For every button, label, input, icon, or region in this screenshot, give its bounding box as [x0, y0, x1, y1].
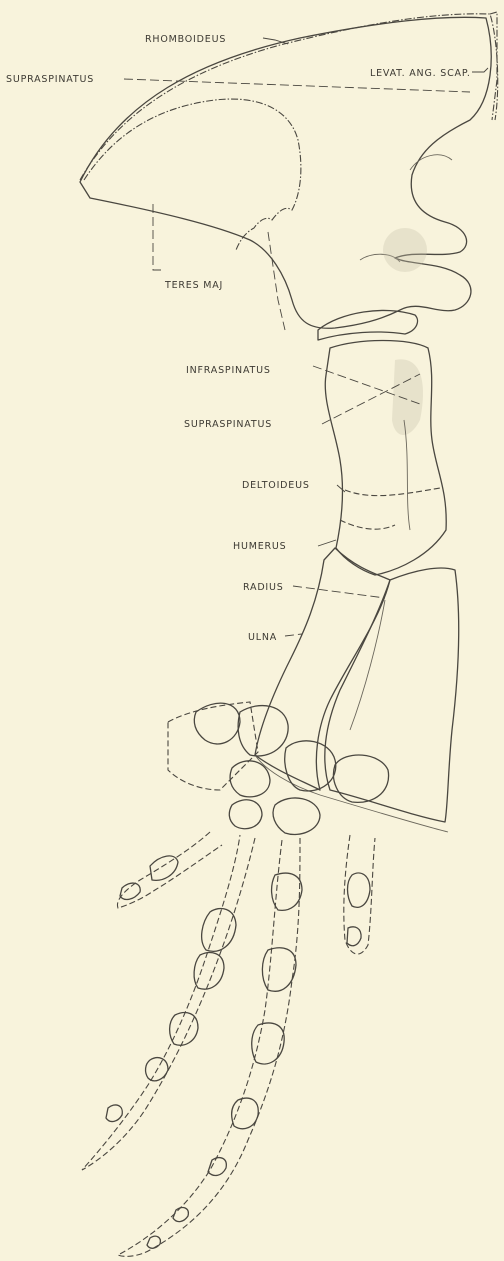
carpal-6 — [273, 798, 320, 835]
label-infraspinatus: INFRASPINATUS — [186, 365, 271, 376]
scapula — [80, 12, 498, 340]
label-ulna: ULNA — [248, 632, 277, 643]
label-teres-maj: TERES MAJ — [164, 280, 223, 291]
digits — [82, 832, 375, 1256]
radius-outline — [325, 568, 459, 822]
label-supraspinatus-humerus: SUPRASPINATUS — [184, 419, 272, 430]
carpal-7 — [229, 800, 262, 829]
cartilage-outline — [168, 702, 258, 790]
labels: RHOMBOIDEUS LEVAT. ANG. SCAP. SUPRASPINA… — [6, 34, 471, 643]
label-deltoideus: DELTOIDEUS — [242, 480, 310, 491]
supraspinatus-fossa-outline — [84, 99, 301, 250]
scapula-body — [80, 17, 491, 328]
label-levat-ang-scap: LEVAT. ANG. SCAP. — [370, 68, 471, 79]
label-humerus: HUMERUS — [233, 541, 286, 552]
carpal-3 — [285, 741, 336, 791]
digit-1 — [117, 832, 222, 908]
label-supraspinatus-scapula: SUPRASPINATUS — [6, 74, 94, 85]
carpal-1 — [194, 703, 240, 744]
label-radius: RADIUS — [243, 582, 284, 593]
carpal-4 — [334, 755, 389, 802]
forearm — [255, 548, 459, 832]
glenoid — [318, 310, 418, 340]
label-rhomboideus: RHOMBOIDEUS — [145, 34, 226, 45]
leader-lines — [124, 38, 488, 636]
humerus-outline — [325, 341, 446, 576]
carpal-5 — [230, 761, 270, 797]
carpal-2 — [238, 706, 288, 756]
humerus — [325, 341, 446, 576]
carpus — [168, 702, 389, 834]
